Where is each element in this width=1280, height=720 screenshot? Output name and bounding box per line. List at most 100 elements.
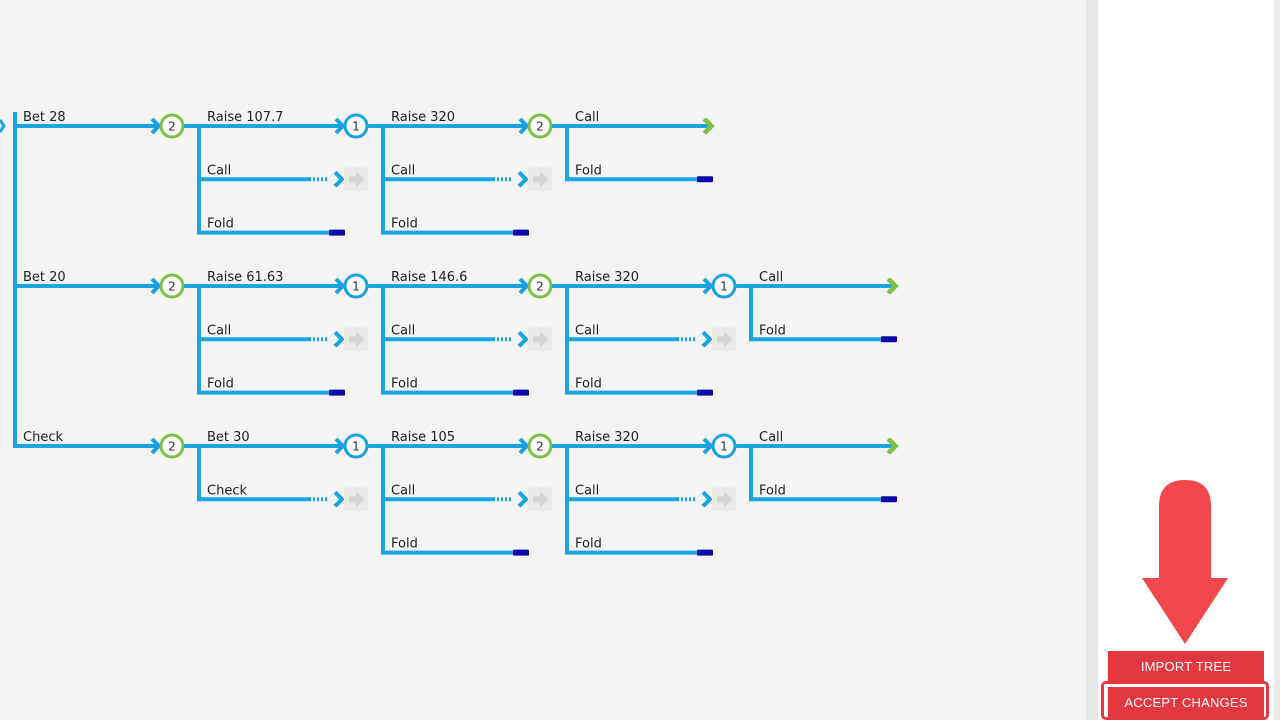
- accept-changes-button[interactable]: ACCEPT CHANGES: [1108, 687, 1264, 718]
- player-2-node: [527, 433, 553, 459]
- expand-arrow-icon: [717, 491, 733, 508]
- chevron-right-icon: [334, 437, 346, 455]
- expand-arrow-icon: [533, 491, 549, 508]
- dotted-connector: [325, 497, 327, 502]
- fold-end-marker: [881, 336, 897, 343]
- chevron-right-icon: [333, 170, 345, 188]
- dotted-connector: [501, 177, 503, 182]
- terminal-arrow-icon: [887, 437, 899, 455]
- chevron-right-icon: [701, 490, 713, 508]
- action-label: Call: [391, 323, 415, 338]
- dotted-connector: [317, 337, 319, 342]
- dotted-connector: [681, 497, 683, 502]
- dotted-connector: [505, 497, 507, 502]
- action-label: Fold: [391, 217, 418, 232]
- side-panel-scrollbar[interactable]: [1274, 0, 1280, 720]
- player-node-label: 1: [352, 280, 360, 294]
- player-node-label: 1: [352, 440, 360, 454]
- chevron-right-icon: [702, 437, 714, 455]
- action-label: Call: [391, 483, 415, 498]
- player-2-node: [159, 273, 185, 299]
- dotted-connector: [689, 337, 691, 342]
- dotted-connector: [321, 497, 323, 502]
- player-2-node: [527, 273, 553, 299]
- dotted-connector: [497, 337, 499, 342]
- action-label: Call: [575, 483, 599, 498]
- player-node-label: 1: [720, 280, 728, 294]
- expand-arrow-icon: [533, 331, 549, 348]
- panel-splitter[interactable]: [1086, 0, 1096, 720]
- chevron-right-icon: [517, 330, 529, 348]
- action-label: Fold: [207, 377, 234, 392]
- action-label: Fold: [575, 377, 602, 392]
- action-label: Raise 320: [391, 110, 455, 125]
- fold-end-marker: [513, 549, 529, 556]
- dotted-connector: [681, 337, 683, 342]
- dotted-connector: [689, 497, 691, 502]
- chevron-right-icon: [333, 330, 345, 348]
- chevron-right-icon: [518, 117, 530, 135]
- chevron-right-icon: [701, 330, 713, 348]
- dotted-connector: [317, 177, 319, 182]
- dotted-connector: [497, 177, 499, 182]
- player-node-label: 2: [536, 440, 544, 454]
- action-label: Bet 30: [207, 430, 250, 445]
- expand-arrow-icon: [349, 331, 365, 348]
- dotted-connector: [321, 337, 323, 342]
- dotted-connector: [325, 177, 327, 182]
- dotted-connector: [685, 337, 687, 342]
- chevron-right-icon: [333, 490, 345, 508]
- player-node-label: 2: [536, 280, 544, 294]
- dotted-connector: [313, 497, 315, 502]
- chevron-right-icon: [518, 277, 530, 295]
- player-2-node: [527, 113, 553, 139]
- dotted-connector: [321, 177, 323, 182]
- dotted-connector: [313, 337, 315, 342]
- action-label: Call: [575, 323, 599, 338]
- chevron-right-icon: [517, 490, 529, 508]
- chevron-right-icon: [150, 117, 162, 135]
- fold-end-marker: [329, 229, 345, 236]
- fold-end-marker: [697, 389, 713, 396]
- dotted-connector: [497, 497, 499, 502]
- fold-end-marker: [329, 389, 345, 396]
- action-label: Bet 20: [23, 270, 66, 285]
- action-label: Fold: [575, 163, 602, 178]
- dotted-connector: [509, 497, 511, 502]
- action-label: Call: [391, 163, 415, 178]
- dotted-connector: [693, 497, 695, 502]
- action-label: Fold: [391, 537, 418, 552]
- fold-end-marker: [697, 549, 713, 556]
- fold-end-marker: [697, 176, 713, 183]
- action-label: Fold: [759, 323, 786, 338]
- dotted-connector: [501, 497, 503, 502]
- dotted-connector: [317, 497, 319, 502]
- dotted-connector: [505, 337, 507, 342]
- chevron-right-icon: [334, 117, 346, 135]
- expand-arrow-icon: [349, 491, 365, 508]
- action-label: Check: [23, 430, 63, 445]
- chevron-right-icon: [0, 119, 6, 133]
- expand-arrow-icon: [533, 171, 549, 188]
- action-label: Raise 61.63: [207, 270, 283, 285]
- expand-arrow-icon: [717, 331, 733, 348]
- action-label: Raise 146.6: [391, 270, 467, 285]
- import-tree-button[interactable]: IMPORT TREE: [1108, 651, 1264, 681]
- action-label: Call: [207, 163, 231, 178]
- dotted-connector: [509, 337, 511, 342]
- fold-end-marker: [881, 496, 897, 503]
- action-label: Call: [759, 430, 783, 445]
- fold-end-marker: [513, 229, 529, 236]
- action-label: Check: [207, 483, 247, 498]
- action-label: Fold: [207, 217, 234, 232]
- player-1-node: [711, 273, 737, 299]
- chevron-right-icon: [334, 277, 346, 295]
- down-arrow-icon: [1142, 480, 1228, 644]
- player-node-label: 2: [536, 120, 544, 134]
- dotted-connector: [693, 337, 695, 342]
- fold-end-marker: [513, 389, 529, 396]
- terminal-arrow-icon: [887, 277, 899, 295]
- dotted-connector: [501, 337, 503, 342]
